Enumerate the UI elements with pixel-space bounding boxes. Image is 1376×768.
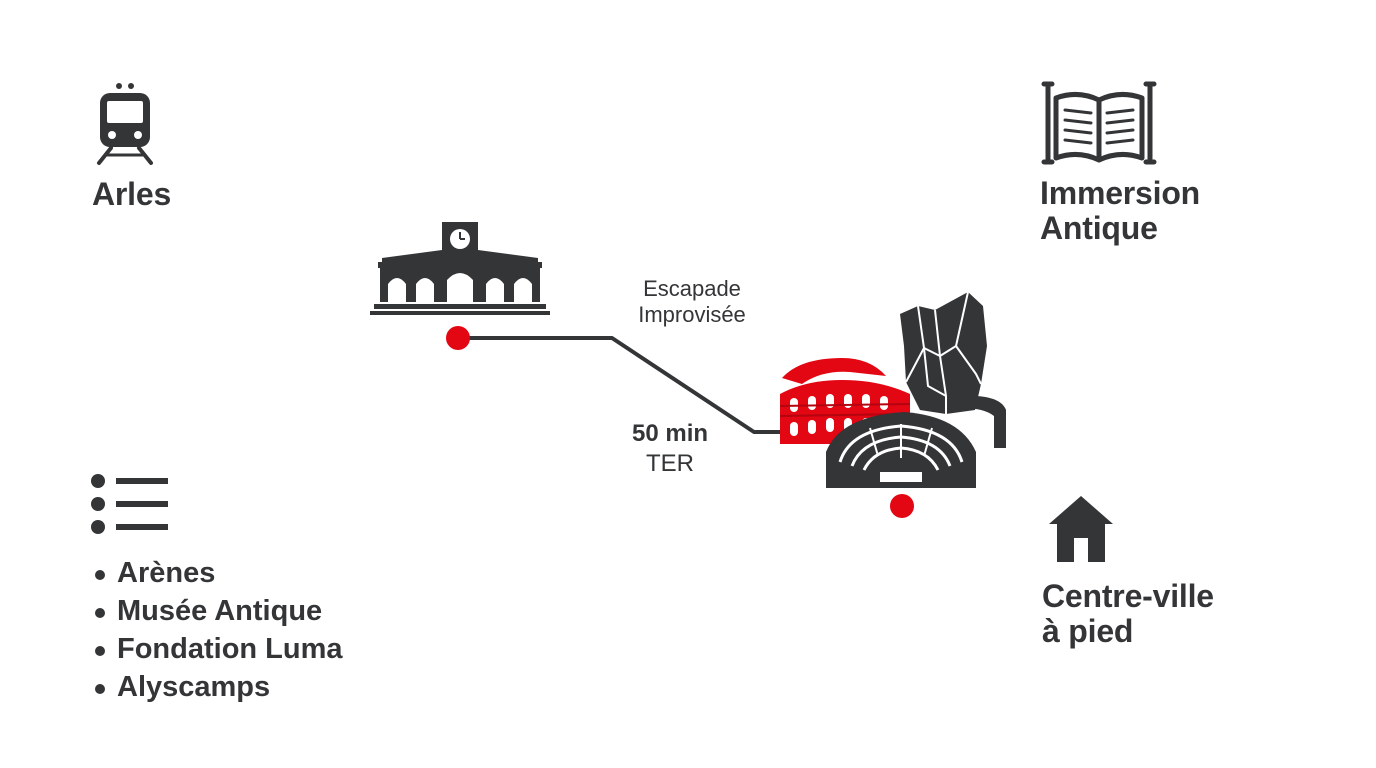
house-icon	[1048, 494, 1114, 564]
route-end-marker	[890, 494, 914, 518]
access-line2: à pied	[1042, 613, 1134, 649]
access-info: Centre-ville à pied	[1042, 579, 1214, 649]
theatre-icon	[826, 412, 976, 488]
list-icon	[90, 474, 170, 536]
route-label-line1: Escapade	[643, 276, 741, 301]
route-start-marker	[446, 326, 470, 350]
open-book-icon	[1040, 78, 1158, 166]
list-item: Alyscamps	[92, 668, 343, 706]
origin-city: Arles	[92, 176, 172, 212]
sites-list: Arènes Musée Antique Fondation Luma Alys…	[92, 554, 343, 706]
arles-monuments-icon	[770, 286, 1020, 491]
train-station-icon	[370, 222, 550, 318]
route-path	[440, 320, 920, 530]
route-mode: TER	[646, 450, 694, 477]
route-duration: 50 min	[631, 420, 709, 447]
theme-title-line2: Antique	[1040, 210, 1158, 246]
train-icon	[96, 82, 154, 166]
luma-tower-icon	[900, 291, 987, 414]
route-duration-label: 50 min TER	[600, 419, 740, 479]
route-label: Escapade Improvisée	[612, 276, 772, 328]
list-item: Arènes	[92, 554, 343, 592]
access-line1: Centre-ville	[1042, 578, 1214, 614]
list-item: Fondation Luma	[92, 630, 343, 668]
list-item: Musée Antique	[92, 592, 343, 630]
route-label-line2: Improvisée	[638, 302, 746, 327]
theme-title: Immersion Antique	[1040, 176, 1200, 246]
theme-title-line1: Immersion	[1040, 175, 1201, 211]
